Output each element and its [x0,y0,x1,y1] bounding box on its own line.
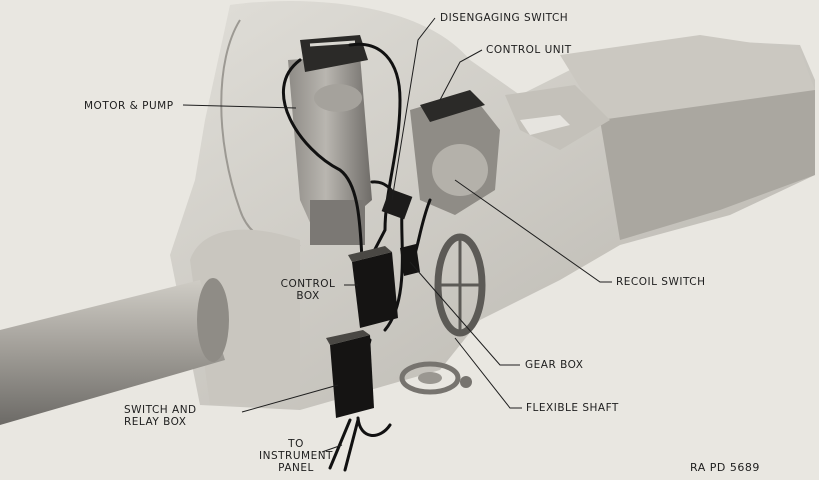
label-disengaging-switch: DISENGAGING SWITCH [440,12,569,24]
label-motor-pump: MOTOR & PUMP [84,100,174,112]
label-to-instrument-line3: PANEL [278,462,314,474]
flexible-shaft-fitting [399,361,472,395]
label-control-box-line2: BOX [296,290,320,302]
gun-barrel [0,278,229,425]
label-gear-box: GEAR BOX [525,359,584,371]
label-control-unit: CONTROL UNIT [486,44,572,56]
label-switch-relay-box: SWITCH AND RELAY BOX [124,404,197,428]
label-recoil-switch: RECOIL SWITCH [616,276,706,288]
leader-lines [182,17,612,453]
label-to-instrument-panel: TO INSTRUMENT PANEL [256,438,336,474]
label-control-box-line1: CONTROL [280,278,336,290]
label-switch-relay-line1: SWITCH AND [124,404,197,416]
label-to-instrument-line2: INSTRUMENT [259,450,333,462]
disengaging-switch-part [381,188,413,220]
label-flexible-shaft: FLEXIBLE SHAFT [526,402,619,414]
label-switch-relay-line2: RELAY BOX [124,416,187,428]
control-unit [410,90,500,215]
switch-and-relay-box [326,330,374,418]
figure-code: RA PD 5689 [690,461,760,474]
gun-mount-body [170,0,815,410]
motor-and-pump [288,35,372,245]
hand-wheel [434,233,486,337]
control-box [348,246,398,328]
label-control-box: CONTROL BOX [276,278,340,302]
label-to-instrument-line1: TO [288,438,304,450]
